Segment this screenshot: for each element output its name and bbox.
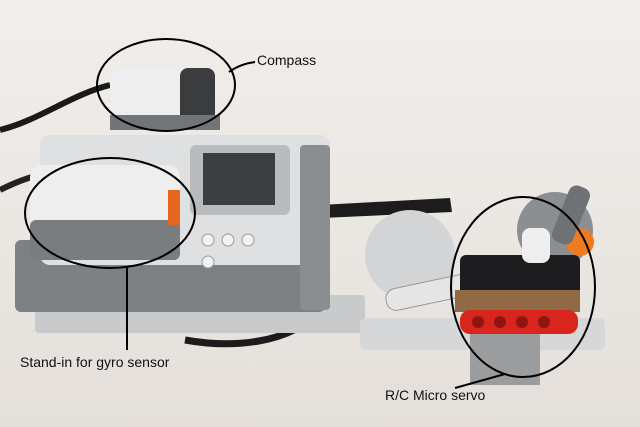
servo-label: R/C Micro servo [385,387,486,403]
servo-red-hole-2 [494,316,506,328]
compass-leader-line [228,61,256,73]
motor-hub [365,210,455,300]
servo-horn [522,228,550,263]
compass-label: Compass [257,52,317,68]
nxt-brick-side [300,145,330,310]
beam-hole-2 [221,233,235,247]
compass-cap [180,68,215,123]
servo-red-hole-4 [538,316,550,328]
compass-body [110,68,200,123]
beam-hole-3 [241,233,255,247]
servo-red-hole-3 [516,316,528,328]
nxt-screen [203,153,275,205]
gyro-label: Stand-in for gyro sensor [20,354,170,370]
black-belt [320,198,452,218]
gyro-sensor-orange [168,190,180,225]
servo-red-hole-1 [472,316,484,328]
compass-callout-ellipse [96,38,236,132]
black-cable-left [0,82,111,133]
servo-leader-line [454,373,506,389]
servo-tape [455,290,580,312]
gyro-callout-ellipse [24,157,196,269]
beam-hole-1 [201,233,215,247]
servo-callout-ellipse [450,196,596,378]
gyro-sensor-base [30,220,180,260]
beam-hole-4 [201,255,215,269]
upright-beam [551,185,591,245]
